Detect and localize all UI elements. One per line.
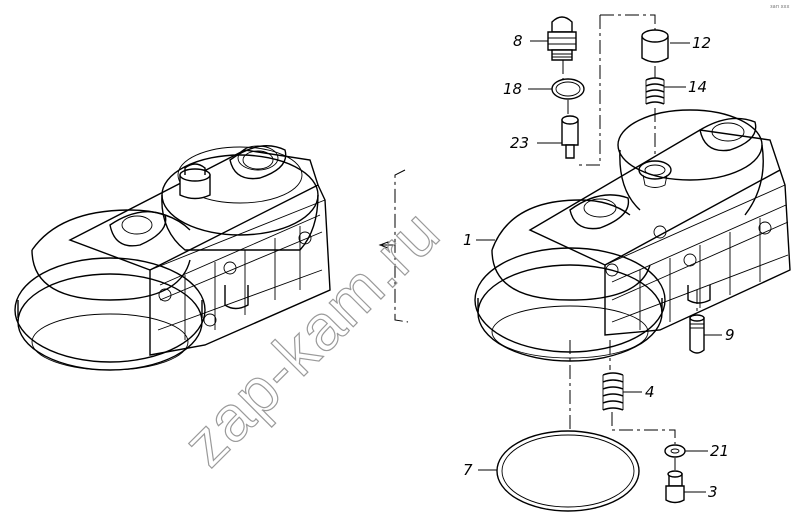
part-9-pin xyxy=(689,314,705,354)
callout-23: 23 xyxy=(510,134,529,152)
part-12-sleeve xyxy=(641,29,669,63)
callout-7: 7 xyxy=(463,461,473,479)
part-14-spring xyxy=(645,77,665,105)
part-21-washer xyxy=(664,444,686,458)
callout-8: 8 xyxy=(513,32,523,50)
part-23-insert xyxy=(561,115,579,159)
callout-14: 14 xyxy=(688,78,707,96)
assembly-guide-lines xyxy=(378,14,698,470)
callout-labels: 8 12 18 14 23 1 9 4 21 7 3 xyxy=(463,32,735,501)
callout-12: 12 xyxy=(692,34,711,52)
part-8-valve-plug xyxy=(547,16,577,61)
callout-9: 9 xyxy=(725,326,735,344)
part-4-spring xyxy=(602,372,624,411)
callout-4: 4 xyxy=(645,383,655,401)
callout-1: 1 xyxy=(463,231,473,249)
part-7-large-o-ring xyxy=(496,430,640,512)
callout-leaders xyxy=(476,40,722,493)
assembled-housing xyxy=(14,145,331,371)
callout-21: 21 xyxy=(710,442,729,460)
corner-code: зап ххх xyxy=(770,4,789,10)
part-3-bolt xyxy=(665,470,685,504)
callout-3: 3 xyxy=(708,483,718,501)
callout-18: 18 xyxy=(503,80,522,98)
